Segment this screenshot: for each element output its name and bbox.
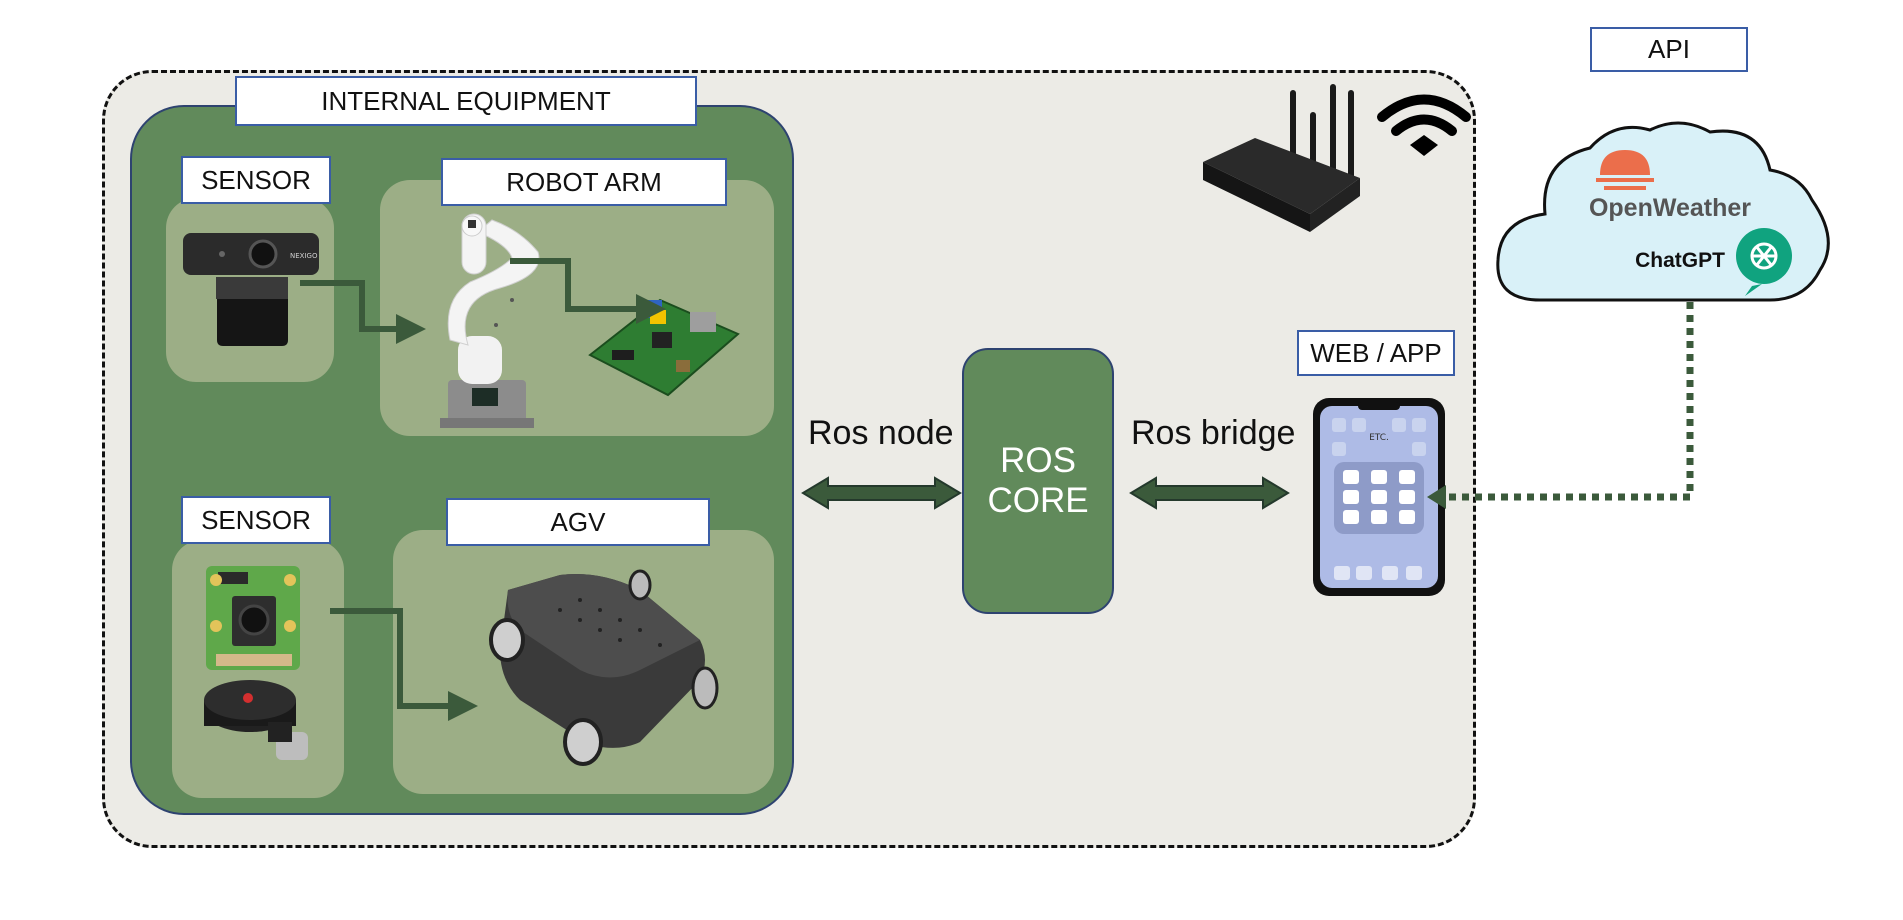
sensor-bottom-label: SENSOR xyxy=(181,496,331,544)
smartphone-icon: ETC. xyxy=(1313,398,1445,596)
robot-arm-label: ROBOT ARM xyxy=(441,158,727,206)
camera-module-icon xyxy=(206,566,300,670)
ros-core-line1: ROS xyxy=(1000,441,1076,480)
api-to-app-dotted-connector xyxy=(1448,302,1694,501)
agv-label: AGV xyxy=(446,498,710,546)
sensor-to-agv-arrow xyxy=(330,608,478,721)
chatgpt-logo-icon xyxy=(1736,228,1792,296)
chatgpt-text: ChatGPT xyxy=(1635,249,1725,272)
webcam-icon: NEXIGO xyxy=(183,233,319,346)
openweather-logo-icon xyxy=(1596,150,1654,190)
ros-core-line2: CORE xyxy=(987,481,1089,520)
router-icon xyxy=(1203,84,1360,232)
ros-node-double-arrow xyxy=(801,476,962,510)
ros-bridge-text: Ros bridge xyxy=(1131,414,1296,452)
raspberry-pi-board-icon xyxy=(588,298,740,397)
arm-to-board-arrow xyxy=(510,258,666,324)
robot-arm-icon xyxy=(440,213,540,428)
webcam-brand-text: NEXIGO xyxy=(290,252,318,260)
sensor-top-label: SENSOR xyxy=(181,156,331,204)
ros-node-text: Ros node xyxy=(808,414,954,452)
webcam-to-arm-arrow xyxy=(300,280,426,344)
ros-core-box: ROS CORE xyxy=(962,348,1114,614)
api-connector-arrowhead xyxy=(1427,485,1446,509)
web-app-label: WEB / APP xyxy=(1297,330,1455,376)
phone-folder-label: ETC. xyxy=(1369,433,1389,443)
internal-equipment-label: INTERNAL EQUIPMENT xyxy=(235,76,697,126)
lidar-icon xyxy=(204,680,308,760)
openweather-text: OpenWeather xyxy=(1589,194,1751,222)
api-label: API xyxy=(1590,27,1748,72)
agv-robot-icon xyxy=(489,569,719,766)
wifi-icon xyxy=(1377,94,1471,156)
ros-bridge-double-arrow xyxy=(1129,476,1290,510)
